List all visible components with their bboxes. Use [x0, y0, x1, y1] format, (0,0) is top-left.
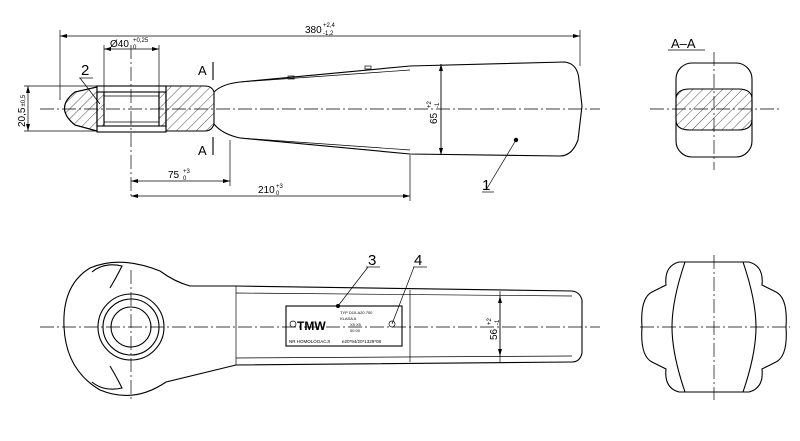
svg-text:3: 3	[368, 252, 376, 269]
dimension-overall-length: 380 +2,4 -1,2	[59, 23, 581, 100]
svg-text:e20*94/20*1329*08: e20*94/20*1329*08	[342, 339, 382, 344]
svg-text:+0,25: +0,25	[133, 38, 149, 44]
dim-bore: Ø40	[110, 39, 129, 50]
dimension-eye-thickness: 20,5±0,5	[17, 85, 97, 132]
nameplate-logo: TMW	[297, 319, 326, 333]
balloon-2: 2	[79, 62, 101, 105]
dimension-body-height: 65 +2 -1	[427, 64, 443, 155]
balloon-3: 3	[337, 252, 380, 307]
svg-text:+2: +2	[487, 317, 493, 325]
svg-text:1: 1	[482, 177, 490, 194]
svg-text:-1,2: -1,2	[323, 31, 334, 37]
svg-text:4: 4	[414, 252, 422, 269]
dim-65: 65	[429, 112, 440, 124]
dim-380: 380	[305, 25, 322, 36]
nameplate: TMW TYP D10-A20.700 KLASA A X5 X5 00 00 …	[285, 304, 403, 347]
svg-text:0: 0	[133, 45, 137, 51]
balloon-4: 4	[391, 252, 427, 325]
svg-text:KLASA A: KLASA A	[340, 316, 357, 321]
body-outline	[213, 61, 583, 157]
svg-text:+3: +3	[183, 169, 191, 175]
dim-eye-thickness: 20,5±0,5	[17, 94, 28, 127]
dimension-bore-diameter: Ø40 +0,25 0	[103, 38, 160, 92]
plan-body	[159, 270, 583, 366]
svg-text:-1: -1	[495, 319, 501, 325]
svg-text:+3: +3	[276, 184, 284, 190]
svg-text:2: 2	[81, 62, 89, 79]
svg-text:-1: -1	[435, 102, 441, 108]
section-a-a: A–A	[650, 36, 780, 170]
section-mark-top: A	[198, 63, 207, 78]
section-title: A–A	[671, 36, 696, 51]
dim-210: 210	[258, 185, 275, 196]
svg-text:+2: +2	[427, 100, 433, 108]
section-mark-bottom: A	[198, 143, 207, 158]
dim-56: 56	[489, 328, 500, 340]
neck-section	[165, 85, 215, 132]
dim-75: 75	[168, 170, 180, 181]
dimension-plate-width: 56 +2 -1	[487, 296, 502, 356]
side-view	[40, 45, 600, 198]
svg-text:+2,4: +2,4	[323, 23, 336, 29]
dimension-body-offset: 210 +3 0	[131, 155, 411, 201]
svg-text:0: 0	[276, 191, 280, 197]
svg-text:NR HOMOLOGACJI: NR HOMOLOGACJI	[289, 339, 330, 344]
section-markers: A A	[198, 62, 214, 158]
dimension-taper-start: 75 +3 0	[131, 140, 231, 186]
svg-text:TYP D10-A20.700: TYP D10-A20.700	[340, 310, 373, 315]
balloon-1: 1	[482, 139, 517, 194]
svg-text:0: 0	[183, 176, 187, 182]
svg-text:X5 X5: X5 X5	[350, 322, 362, 327]
svg-text:00 00: 00 00	[350, 328, 361, 333]
end-view	[640, 255, 790, 400]
eye-outer	[63, 261, 237, 396]
